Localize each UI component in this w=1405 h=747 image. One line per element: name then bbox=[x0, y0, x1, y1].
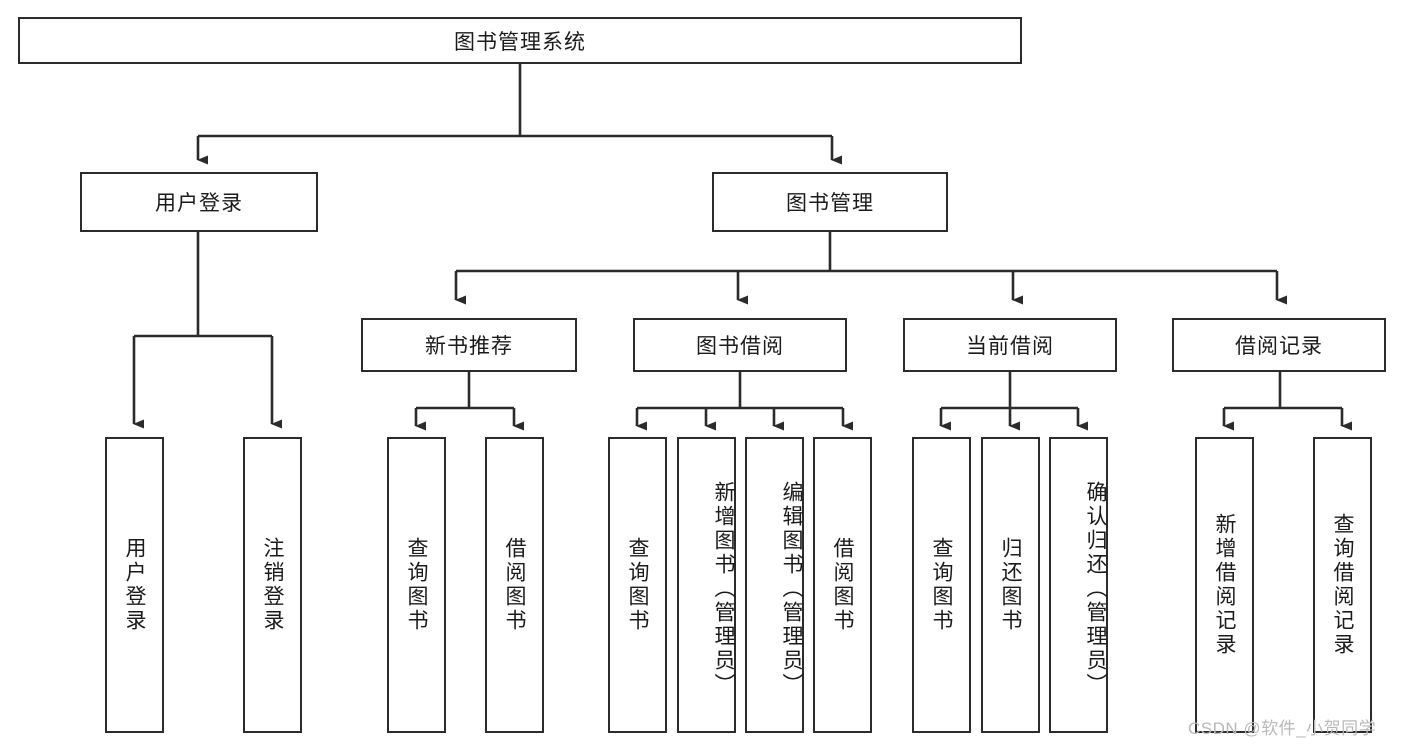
leaf-current-query-book[interactable]: 查询图书 bbox=[912, 437, 971, 733]
leaf-label: 查询图书 bbox=[930, 537, 953, 633]
node-root[interactable]: 图书管理系统 bbox=[18, 17, 1022, 64]
leaf-record-query[interactable]: 查询借阅记录 bbox=[1313, 437, 1372, 733]
node-book-borrow-label: 图书借阅 bbox=[696, 335, 784, 358]
leaf-label: 查询借阅记录 bbox=[1331, 513, 1354, 657]
leaf-borrow-borrow-book[interactable]: 借阅图书 bbox=[813, 437, 872, 733]
leaf-borrow-add-book-admin[interactable]: 新增图书（管理员） bbox=[677, 437, 736, 733]
node-borrow-record-label: 借阅记录 bbox=[1235, 335, 1323, 358]
leaf-label: 用户登录 bbox=[123, 537, 146, 633]
leaf-label: 查询图书 bbox=[626, 537, 649, 633]
leaf-user-login-signout[interactable]: 注销登录 bbox=[243, 437, 302, 733]
node-current-borrow[interactable]: 当前借阅 bbox=[903, 318, 1117, 372]
node-new-book-recommend-label: 新书推荐 bbox=[425, 335, 513, 358]
node-user-login-label: 用户登录 bbox=[155, 192, 243, 215]
node-book-borrow[interactable]: 图书借阅 bbox=[633, 318, 847, 372]
leaf-record-add[interactable]: 新增借阅记录 bbox=[1195, 437, 1254, 733]
node-book-management-label: 图书管理 bbox=[786, 192, 874, 215]
leaf-label: 借阅图书 bbox=[503, 537, 526, 633]
leaf-label: 借阅图书 bbox=[831, 537, 854, 633]
node-user-login[interactable]: 用户登录 bbox=[80, 172, 318, 232]
leaf-label: 确认归还（管理员） bbox=[1084, 481, 1107, 697]
leaf-label: 注销登录 bbox=[261, 537, 284, 633]
node-borrow-record[interactable]: 借阅记录 bbox=[1172, 318, 1386, 372]
leaf-label: 编辑图书（管理员） bbox=[780, 481, 803, 697]
leaf-label: 归还图书 bbox=[999, 537, 1022, 633]
leaf-label: 新增借阅记录 bbox=[1213, 513, 1236, 657]
leaf-label: 查询图书 bbox=[405, 537, 428, 633]
leaf-current-confirm-return-admin[interactable]: 确认归还（管理员） bbox=[1049, 437, 1108, 733]
node-book-management[interactable]: 图书管理 bbox=[712, 172, 948, 232]
leaf-current-return-book[interactable]: 归还图书 bbox=[981, 437, 1040, 733]
leaf-borrow-edit-book-admin[interactable]: 编辑图书（管理员） bbox=[745, 437, 804, 733]
leaf-borrow-query-book[interactable]: 查询图书 bbox=[608, 437, 667, 733]
node-current-borrow-label: 当前借阅 bbox=[966, 335, 1054, 358]
node-root-label: 图书管理系统 bbox=[454, 30, 586, 54]
leaf-new-book-query[interactable]: 查询图书 bbox=[387, 437, 446, 733]
node-new-book-recommend[interactable]: 新书推荐 bbox=[361, 318, 577, 372]
watermark: CSDN @软件_小贺同学 bbox=[1188, 719, 1377, 738]
leaf-label: 新增图书（管理员） bbox=[712, 481, 735, 697]
leaf-new-book-borrow[interactable]: 借阅图书 bbox=[485, 437, 544, 733]
leaf-user-login-signin[interactable]: 用户登录 bbox=[105, 437, 164, 733]
